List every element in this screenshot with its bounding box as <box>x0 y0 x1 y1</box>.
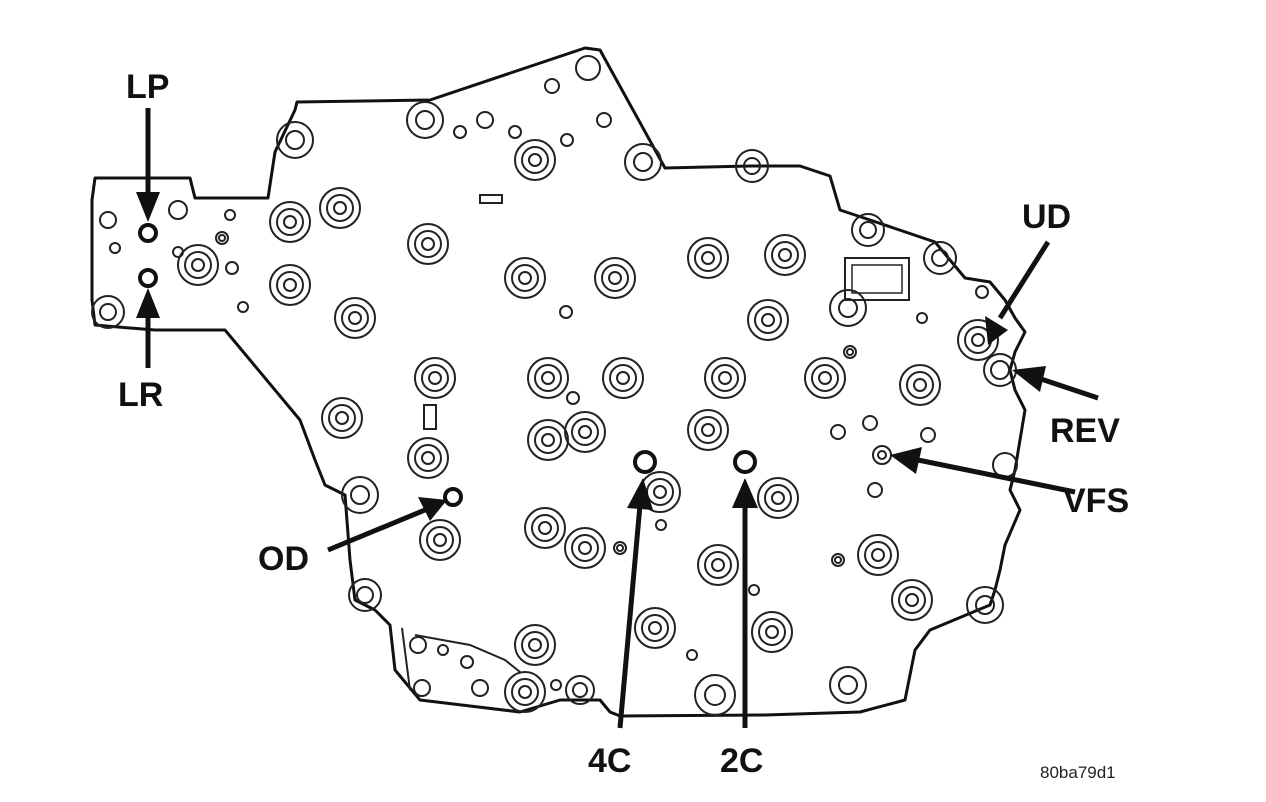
label-4c: 4C <box>588 742 631 780</box>
ring-features <box>177 139 1017 713</box>
label-2c: 2C <box>720 742 763 780</box>
ring <box>414 357 456 399</box>
ring <box>764 234 806 276</box>
ring <box>514 624 556 666</box>
ring <box>564 411 606 453</box>
label-lr: LR <box>118 376 163 414</box>
ring <box>687 237 729 279</box>
callout-arrows <box>136 108 1099 729</box>
ring <box>504 671 546 713</box>
ring <box>634 607 676 649</box>
ring <box>899 364 941 406</box>
ring <box>514 139 556 181</box>
port-lp <box>138 223 158 243</box>
ring <box>504 257 546 299</box>
port-lr <box>138 268 158 288</box>
ring <box>857 534 899 576</box>
ring <box>594 257 636 299</box>
ring <box>891 579 933 621</box>
port-4c <box>633 450 657 474</box>
reference-code: 80ba79d1 <box>1040 763 1116 782</box>
ring <box>804 357 846 399</box>
ring <box>269 264 311 306</box>
ring <box>751 611 793 653</box>
label-ud: UD <box>1022 198 1071 236</box>
label-lp: LP <box>126 68 169 106</box>
ring <box>407 437 449 479</box>
ring <box>407 223 449 265</box>
slots <box>401 194 910 691</box>
ring <box>757 477 799 519</box>
callout-labels: LP LR UD REV VFS OD 4C 2C 80ba79d1 <box>118 68 1129 782</box>
ring <box>419 519 461 561</box>
plate-outline <box>90 46 1027 718</box>
port-od <box>443 487 463 507</box>
ring <box>687 409 729 451</box>
ring <box>527 419 569 461</box>
small-passages <box>99 78 989 697</box>
ring <box>319 187 361 229</box>
ring <box>527 357 569 399</box>
label-vfs: VFS <box>1063 482 1129 520</box>
ring <box>747 299 789 341</box>
ring <box>602 357 644 399</box>
ring <box>564 527 606 569</box>
ring <box>704 357 746 399</box>
port-2c <box>733 450 757 474</box>
ring <box>334 297 376 339</box>
ring <box>177 244 219 286</box>
ring <box>269 201 311 243</box>
filter-screens <box>215 231 857 567</box>
ring <box>321 397 363 439</box>
bolt-holes <box>91 55 1018 716</box>
port-vfs-inner <box>877 450 887 460</box>
label-rev: REV <box>1050 412 1120 450</box>
identified-ports <box>138 223 892 507</box>
ring <box>524 507 566 549</box>
ring <box>697 544 739 586</box>
label-od: OD <box>258 540 309 578</box>
